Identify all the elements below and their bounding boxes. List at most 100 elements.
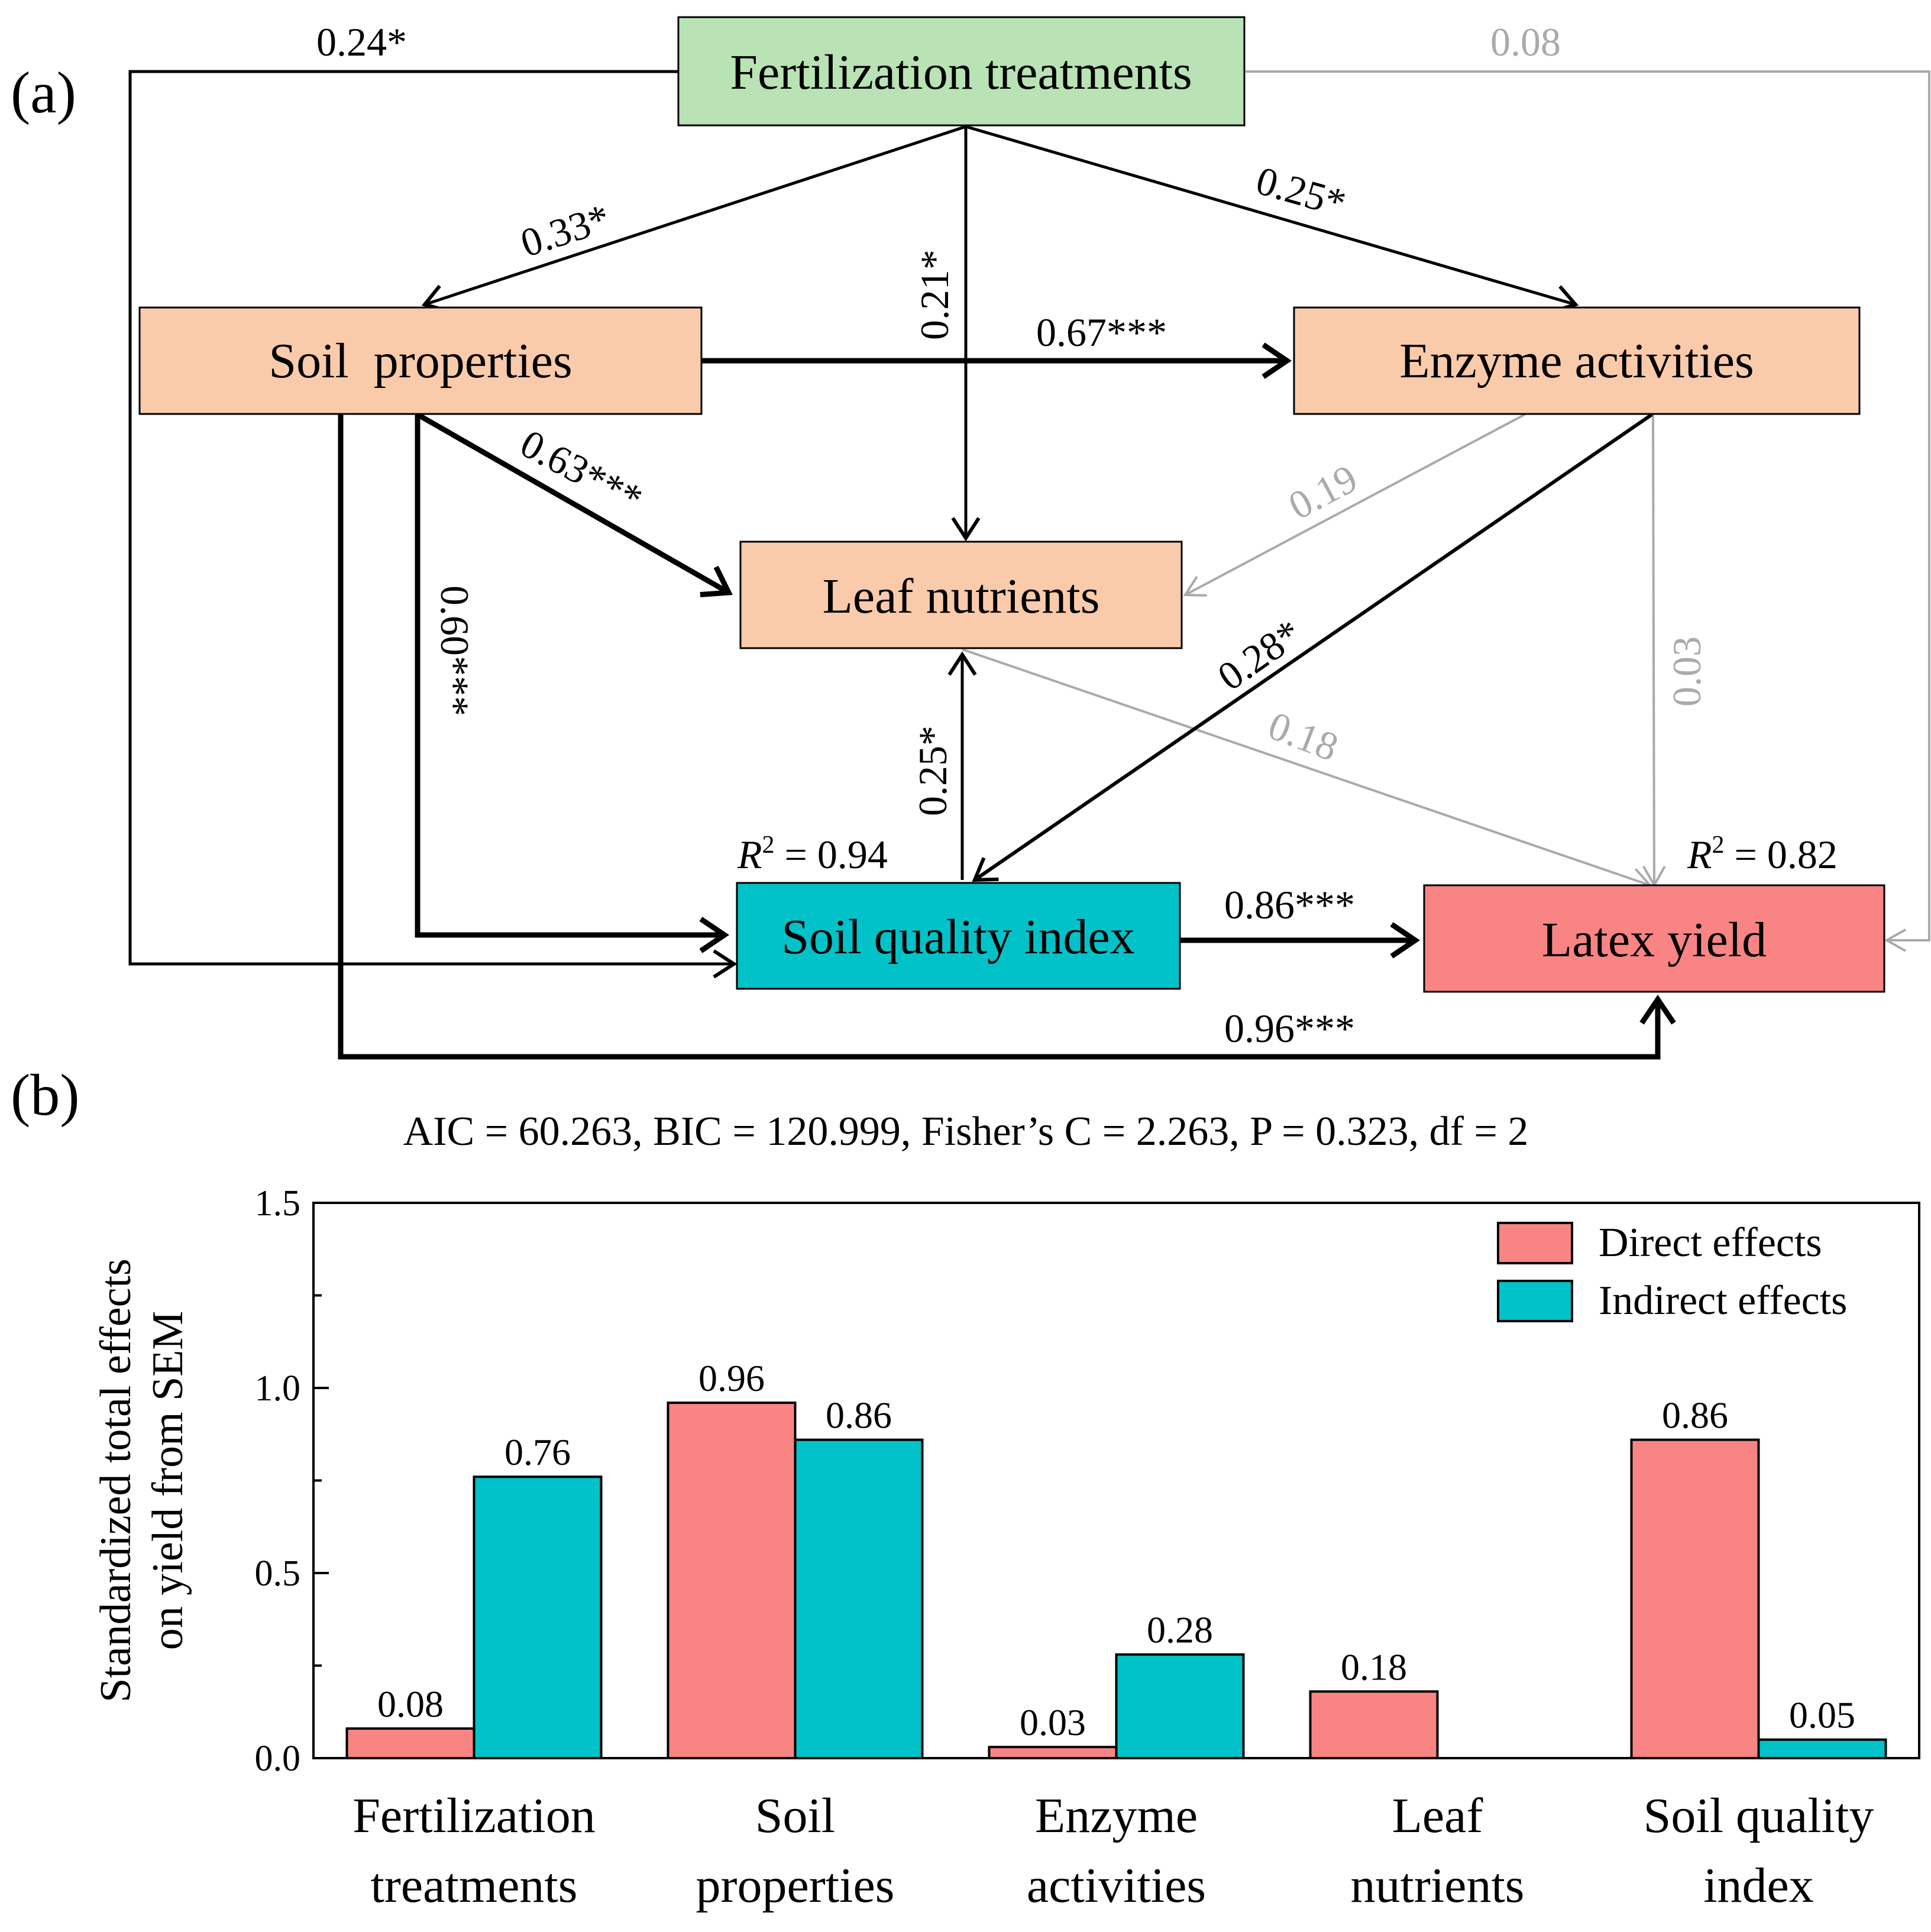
- coef-soil-enz: 0.67***: [1036, 310, 1167, 355]
- r2-sqi: R2 = 0.94: [737, 831, 888, 877]
- node-leaf-box: [739, 541, 1183, 649]
- node-soil-label: Soil properties: [269, 334, 572, 389]
- y-axis-title: Standardized total effectson yield from …: [92, 1258, 192, 1703]
- x-category-label: Soil properties: [696, 1788, 895, 1913]
- bar-direct: [1630, 1438, 1760, 1759]
- sem-diagram: (a) 0.24* 0.08 0.33* 0.21* 0.25* 0.67***…: [11, 16, 1930, 1060]
- bar-direct: [988, 1746, 1118, 1759]
- r2-sqi-value: = 0.94: [775, 832, 888, 877]
- node-fert-label: Fertilization treatments: [730, 45, 1192, 100]
- x-category-label-line: index: [1703, 1858, 1814, 1913]
- node-soil-properties: Soil properties: [138, 306, 703, 415]
- bar-value-label: 0.03: [1020, 1701, 1086, 1743]
- node-latex-label: Latex yield: [1542, 912, 1767, 967]
- x-category-label-line: Soil quality: [1644, 1788, 1874, 1843]
- coef-sqi-latex: 0.86***: [1224, 882, 1355, 927]
- r2-latex-symbol: R: [1687, 832, 1712, 877]
- node-leaf-label: Leaf nutrients: [823, 569, 1100, 624]
- coef-enz-leaf: 0.19: [1281, 455, 1364, 528]
- x-category-label-line: Fertilization: [352, 1788, 596, 1843]
- path-enz-sqi: [972, 413, 1653, 882]
- node-latex-yield: Latex yield: [1423, 884, 1885, 993]
- bar-value-label: 0.05: [1789, 1694, 1855, 1736]
- path-leaf-latex: [962, 648, 1652, 891]
- bar-value-label: 0.86: [1662, 1394, 1728, 1436]
- r2-latex-sup: 2: [1712, 831, 1725, 859]
- y-tick-label: 0.5: [255, 1554, 301, 1594]
- path-soil-leaf: [416, 412, 733, 598]
- bar-direct: [667, 1402, 797, 1760]
- coef-leaf-latex: 0.18: [1263, 703, 1344, 770]
- x-category-label-line: activities: [1027, 1858, 1206, 1913]
- path-fert-soil: [421, 125, 966, 313]
- node-fertilization-treatments: Fertilization treatments: [677, 16, 1246, 127]
- coef-sqi-leaf: 0.25*: [910, 726, 955, 816]
- path-soil-latex: [338, 415, 1676, 1060]
- x-category-label: Enzyme activities: [1027, 1788, 1206, 1913]
- coef-enz-latex: 0.03: [1664, 636, 1709, 707]
- bar-indirect: [1757, 1738, 1887, 1759]
- bar-direct: [1309, 1690, 1439, 1760]
- x-category-label-line: properties: [696, 1858, 895, 1913]
- bar-value-label: 0.76: [504, 1431, 571, 1473]
- legend-label: Indirect effects: [1599, 1278, 1847, 1323]
- node-enzyme-activities: Enzyme activities: [1293, 306, 1861, 415]
- bar-value-label: 0.86: [826, 1394, 892, 1436]
- y-axis-title-line: Standardized total effects: [92, 1258, 140, 1703]
- x-category-label-line: Soil: [755, 1788, 835, 1843]
- legend-swatch: [1497, 1280, 1573, 1322]
- y-tick-label: 0.0: [255, 1739, 301, 1779]
- path-enz-latex: [1642, 414, 1666, 888]
- node-fert-box: [677, 16, 1246, 127]
- path-fert-enz: [965, 125, 1579, 313]
- x-category-label-line: nutrients: [1351, 1858, 1525, 1913]
- bar-value-label: 0.96: [698, 1357, 765, 1399]
- node-leaf-nutrients: Leaf nutrients: [739, 541, 1183, 649]
- bar-indirect: [794, 1438, 924, 1759]
- r2-latex: R2 = 0.82: [1687, 831, 1838, 877]
- coef-fert-leaf: 0.21*: [912, 250, 957, 340]
- node-sqi-label: Soil quality index: [781, 910, 1134, 965]
- path-fert-latex: [1246, 70, 1930, 952]
- panel-label-a: (a): [11, 60, 76, 125]
- bar-direct: [345, 1727, 476, 1759]
- node-soil-box: [138, 306, 703, 415]
- x-category-label: Soil quality index: [1644, 1788, 1874, 1913]
- x-category-label: Leaf nutrients: [1351, 1788, 1525, 1913]
- coef-soil-sqi: 0.60***: [432, 585, 477, 716]
- bar-value-label: 0.18: [1341, 1646, 1407, 1688]
- r2-latex-value: = 0.82: [1725, 832, 1838, 877]
- bar-value-label: 0.08: [377, 1683, 444, 1725]
- x-category-label-line: Enzyme: [1035, 1788, 1198, 1843]
- path-enz-leaf: [1183, 413, 1525, 597]
- path-fert-sqi: [128, 70, 738, 979]
- legend-swatch: [1497, 1222, 1573, 1264]
- node-latex-box: [1423, 884, 1885, 993]
- path-soil-sqi: [415, 415, 730, 953]
- legend-label: Direct effects: [1599, 1220, 1822, 1266]
- coef-fert-soil: 0.33*: [515, 195, 615, 266]
- y-axis-title-line: on yield from SEM: [144, 1311, 192, 1650]
- x-category-label: Fertilization treatments: [352, 1788, 596, 1913]
- node-soil-quality-index: Soil quality index: [736, 882, 1181, 990]
- x-category-label-line: Leaf: [1392, 1788, 1483, 1843]
- x-category-label-line: treatments: [371, 1858, 578, 1913]
- y-tick-label: 1.5: [255, 1183, 301, 1224]
- node-enz-box: [1293, 306, 1861, 415]
- r2-sqi-symbol: R: [737, 832, 762, 877]
- y-tick-label: 1.0: [255, 1368, 301, 1409]
- r2-sqi-sup: 2: [762, 831, 775, 859]
- coef-soil-latex: 0.96***: [1224, 1006, 1355, 1051]
- node-sqi-box: [736, 882, 1181, 990]
- bar-value-label: 0.28: [1147, 1609, 1213, 1651]
- model-fit-statistics: AIC = 60.263, BIC = 120.999, Fisher’s C …: [403, 1109, 1529, 1154]
- coef-fert-sqi: 0.24*: [316, 20, 407, 64]
- bar-indirect: [1115, 1653, 1245, 1759]
- coef-fert-latex: 0.08: [1490, 20, 1561, 64]
- bar-indirect: [473, 1475, 603, 1759]
- panel-label-b: (b): [11, 1062, 80, 1128]
- node-enz-label: Enzyme activities: [1399, 334, 1754, 389]
